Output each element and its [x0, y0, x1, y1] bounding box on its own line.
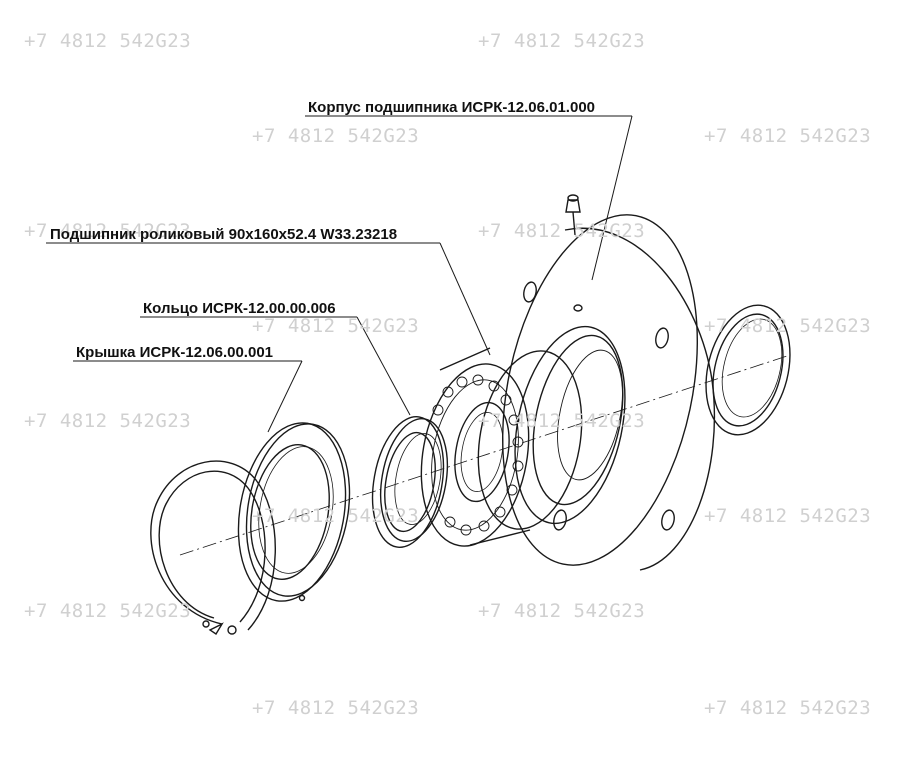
- watermark: +7 4812 542G23: [478, 410, 646, 432]
- watermark: +7 4812 542G23: [704, 125, 872, 147]
- seal-ring: [371, 416, 449, 548]
- label-bearing: Подшипник роликовый 90x160x52.4 W33.2321…: [50, 226, 398, 243]
- watermark: +7 4812 542G23: [252, 315, 420, 337]
- watermark: +7 4812 542G23: [704, 697, 872, 719]
- cover-plate: [237, 422, 351, 602]
- label-ring: Кольцо ИСРК-12.00.00.006: [143, 300, 336, 317]
- rear-seal-ring: [705, 304, 791, 436]
- watermark: +7 4812 542G23: [252, 125, 420, 147]
- watermark: +7 4812 542G23: [252, 697, 420, 719]
- watermark: +7 4812 542G23: [24, 410, 192, 432]
- watermark: +7 4812 542G23: [478, 220, 646, 242]
- watermark: +7 4812 542G23: [24, 30, 192, 52]
- retaining-circlip: [150, 460, 276, 635]
- leader-lines: [46, 115, 633, 433]
- label-housing: Корпус подшипника ИСРК-12.06.01.000: [308, 99, 595, 116]
- watermark: +7 4812 542G23: [704, 315, 872, 337]
- roller-bearing: [420, 347, 583, 547]
- label-cover: Крышка ИСРК-12.06.00.001: [76, 344, 273, 361]
- watermark: +7 4812 542G23: [478, 30, 646, 52]
- watermark: +7 4812 542G23: [24, 220, 192, 242]
- watermark: +7 4812 542G23: [478, 600, 646, 622]
- watermark: +7 4812 542G23: [704, 505, 872, 527]
- watermark: +7 4812 542G23: [252, 505, 420, 527]
- watermark: +7 4812 542G23: [24, 600, 192, 622]
- bearing-housing: [501, 194, 716, 571]
- center-axis: [179, 354, 791, 556]
